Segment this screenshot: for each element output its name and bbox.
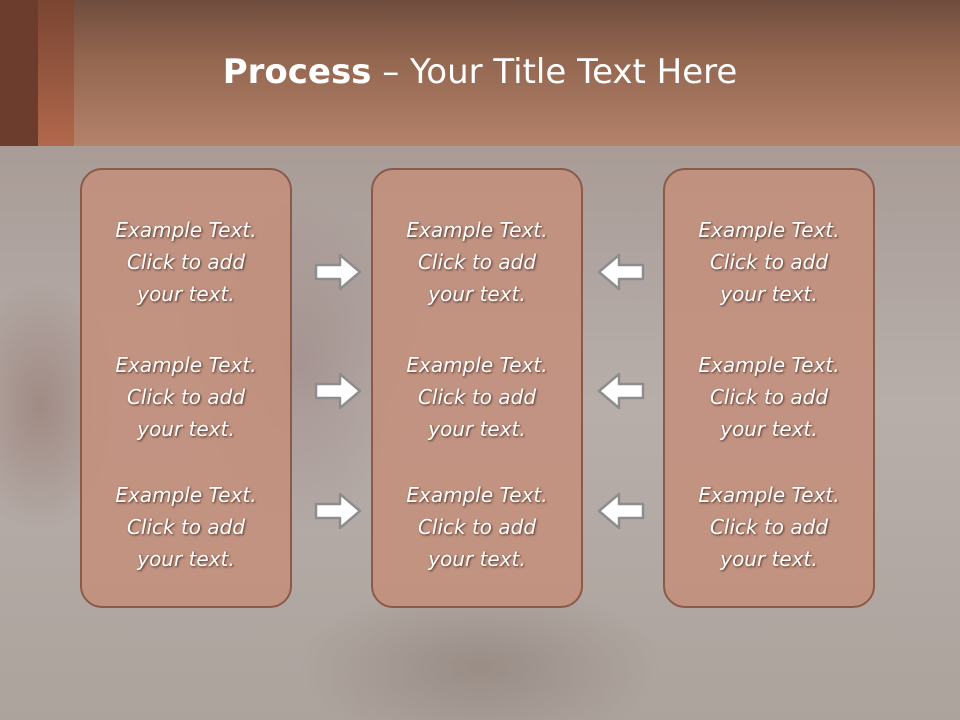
- text-block[interactable]: Example Text. Click to add your text.: [665, 214, 873, 310]
- text-line: your text.: [720, 417, 818, 441]
- text-line: your text.: [428, 282, 526, 306]
- text-line: Example Text.: [406, 483, 548, 507]
- text-line: your text.: [720, 547, 818, 571]
- text-line: Click to add: [126, 250, 246, 274]
- arrow-left-icon: [597, 492, 645, 530]
- text-line: your text.: [428, 547, 526, 571]
- arrow-right-icon: [314, 253, 362, 291]
- text-block[interactable]: Example Text. Click to add your text.: [665, 479, 873, 575]
- text-block[interactable]: Example Text. Click to add your text.: [373, 214, 581, 310]
- text-line: your text.: [720, 282, 818, 306]
- text-block[interactable]: Example Text. Click to add your text.: [373, 349, 581, 445]
- process-box-left[interactable]: Example Text. Click to add your text. Ex…: [80, 168, 292, 608]
- text-line: your text.: [137, 417, 235, 441]
- text-block[interactable]: Example Text. Click to add your text.: [82, 479, 290, 575]
- arrow-right-icon: [314, 372, 362, 410]
- text-line: Example Text.: [115, 353, 257, 377]
- text-line: Click to add: [417, 515, 537, 539]
- process-box-right[interactable]: Example Text. Click to add your text. Ex…: [663, 168, 875, 608]
- header-accent-strip: [0, 0, 38, 146]
- text-line: Click to add: [709, 385, 829, 409]
- text-line: Example Text.: [698, 218, 840, 242]
- title-bold: Process: [222, 52, 372, 92]
- text-line: Example Text.: [406, 218, 548, 242]
- text-block[interactable]: Example Text. Click to add your text.: [373, 479, 581, 575]
- text-line: Example Text.: [698, 483, 840, 507]
- text-block[interactable]: Example Text. Click to add your text.: [665, 349, 873, 445]
- text-line: Click to add: [126, 385, 246, 409]
- text-block[interactable]: Example Text. Click to add your text.: [82, 349, 290, 445]
- text-line: Click to add: [709, 250, 829, 274]
- text-line: your text.: [428, 417, 526, 441]
- text-line: your text.: [137, 282, 235, 306]
- text-line: your text.: [137, 547, 235, 571]
- text-line: Example Text.: [406, 353, 548, 377]
- header-accent-strip-light: [38, 0, 74, 146]
- text-line: Example Text.: [115, 218, 257, 242]
- arrow-left-icon: [597, 372, 645, 410]
- title-bar: Process – Your Title Text Here: [0, 0, 960, 146]
- process-box-center[interactable]: Example Text. Click to add your text. Ex…: [371, 168, 583, 608]
- text-line: Example Text.: [115, 483, 257, 507]
- text-line: Click to add: [126, 515, 246, 539]
- page-title[interactable]: Process – Your Title Text Here: [0, 52, 960, 92]
- text-line: Example Text.: [698, 353, 840, 377]
- title-rest: – Your Title Text Here: [371, 52, 738, 92]
- arrow-left-icon: [597, 253, 645, 291]
- arrow-right-icon: [314, 492, 362, 530]
- text-line: Click to add: [709, 515, 829, 539]
- text-block[interactable]: Example Text. Click to add your text.: [82, 214, 290, 310]
- text-line: Click to add: [417, 250, 537, 274]
- text-line: Click to add: [417, 385, 537, 409]
